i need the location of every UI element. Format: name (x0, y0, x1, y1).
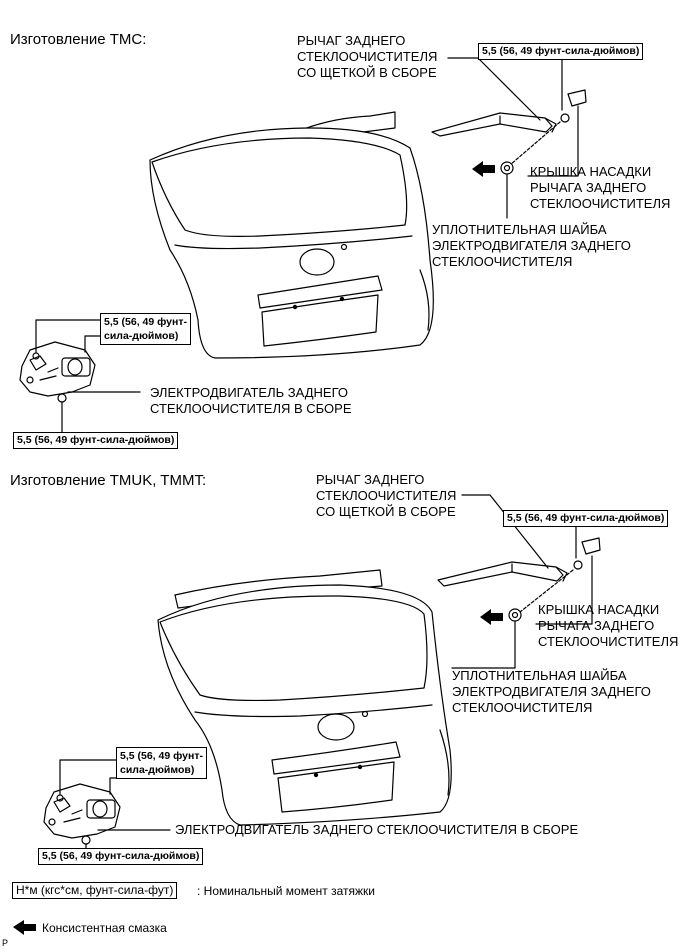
label-arm-cap-2: РЫЧАГА ЗАДНЕГО (538, 618, 655, 633)
label-arm-cap-1: КРЫШКА НАСАДКИ (538, 602, 660, 617)
torque-line-1: 5,5 (56, 49 фунт- (104, 316, 187, 328)
label-rear-wiper-arm-2: СТЕКЛООЧИСТИТЕЛЯ (316, 488, 457, 503)
torque-spec-motor-top-tmc: 5,5 (56, 49 фунт- сила-дюймов) (100, 313, 191, 345)
label-washer-3: СТЕКЛООЧИСТИТЕЛЯ (432, 254, 573, 269)
grease-arrow-icon (480, 609, 503, 625)
label-washer-2: ЭЛЕКТРОДВИГАТЕЛЯ ЗАДНЕГО (432, 238, 631, 253)
wiper-arm-tmc (431, 57, 587, 219)
section-title-tmuk: Изготовление TMUK, TMMT: (10, 472, 207, 489)
wiper-arm-tmuk (437, 494, 601, 669)
torque-spec-arm-tmc: 5,5 (56, 49 фунт-сила-дюймов) (478, 43, 644, 60)
legend-grease: Консистентная смазка (42, 921, 167, 935)
torque-spec-arm-tmuk: 5,5 (56, 49 фунт-сила-дюймов) (503, 510, 669, 527)
torque-line-1: 5,5 (56, 49 фунт- (120, 750, 203, 762)
section-title-tmc: Изготовление TMC: (10, 31, 147, 48)
label-arm-cap-1: КРЫШКА НАСАДКИ (530, 164, 652, 179)
torque-line-2: сила-дюймов) (104, 330, 179, 342)
torque-line-2: сила-дюймов) (120, 764, 195, 776)
label-arm-cap-3: СТЕКЛООЧИСТИТЕЛЯ (530, 196, 671, 211)
label-arm-cap-3: СТЕКЛООЧИСТИТЕЛЯ (538, 634, 679, 649)
label-washer-3: СТЕКЛООЧИСТИТЕЛЯ (452, 700, 593, 715)
wiper-motor-tmuk (43, 759, 171, 851)
label-arm-cap-2: РЫЧАГА ЗАДНЕГО (530, 180, 647, 195)
label-rear-wiper-arm-3: СО ЩЕТКОЙ В СБОРЕ (297, 65, 437, 80)
figure-mark: P (2, 938, 9, 948)
label-motor-1: ЭЛЕКТРОДВИГАТЕЛЬ ЗАДНЕГО (150, 385, 349, 400)
torque-spec-motor-top-tmuk: 5,5 (56, 49 фунт- сила-дюймов) (116, 747, 207, 779)
label-rear-wiper-arm-1: РЫЧАГ ЗАДНЕГО (316, 472, 425, 487)
wiper-motor-tmc (19, 319, 141, 433)
label-washer-1: УПЛОТНИТЕЛЬНАЯ ШАЙБА (452, 668, 627, 683)
label-rear-wiper-arm-2: СТЕКЛООЧИСТИТЕЛЯ (297, 49, 438, 64)
legend-torque-desc: : Номинальный момент затяжки (197, 884, 375, 898)
label-rear-wiper-arm-1: РЫЧАГ ЗАДНЕГО (297, 33, 406, 48)
label-rear-wiper-arm-3: СО ЩЕТКОЙ В СБОРЕ (316, 504, 456, 519)
back-door-panel-tmuk (157, 569, 452, 826)
label-washer-2: ЭЛЕКТРОДВИГАТЕЛЯ ЗАДНЕГО (452, 684, 651, 699)
torque-spec-motor-bottom-tmc: 5,5 (56, 49 фунт-сила-дюймов) (13, 432, 179, 449)
grease-arrow-icon (472, 161, 495, 177)
label-washer-1: УПЛОТНИТЕЛЬНАЯ ШАЙБА (432, 222, 607, 237)
label-motor-2: СТЕКЛООЧИСТИТЕЛЯ В СБОРЕ (150, 401, 352, 416)
legend-torque-unit: Н*м (кгс*см, фунт-сила-фут) (12, 882, 178, 899)
back-door-panel-tmc (149, 111, 434, 359)
torque-spec-motor-bottom-tmuk: 5,5 (56, 49 фунт-сила-дюймов) (38, 848, 204, 865)
label-motor: ЭЛЕКТРОДВИГАТЕЛЬ ЗАДНЕГО СТЕКЛООЧИСТИТЕЛ… (175, 822, 579, 837)
legend-grease-arrow-icon (13, 920, 36, 935)
